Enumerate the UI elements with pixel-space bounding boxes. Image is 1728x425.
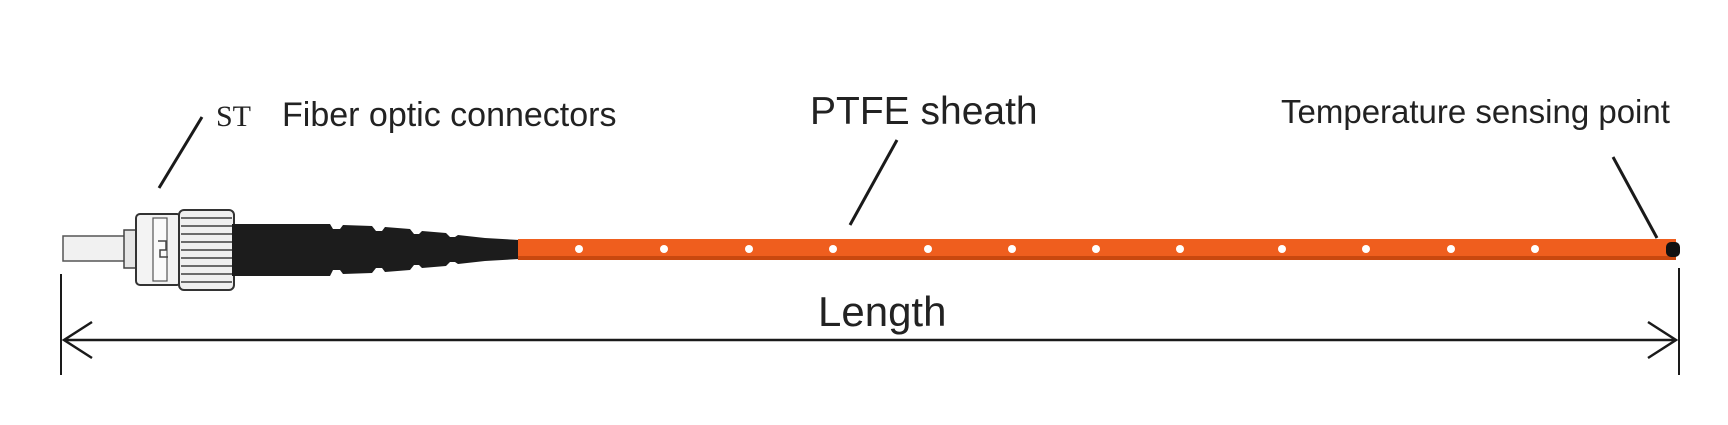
sheath-marker (1531, 245, 1539, 253)
sheath-marker (1362, 245, 1370, 253)
sheath-marker (745, 245, 753, 253)
sensing-point-label: Temperature sensing point (1281, 93, 1670, 130)
connector-leader-line (157, 116, 204, 189)
ptfe-sheath-shadow (518, 256, 1676, 260)
sheath-label: PTFE sheath (810, 90, 1038, 133)
sheath-marker (829, 245, 837, 253)
sheath-marker (575, 245, 583, 253)
ferrule (62, 235, 127, 262)
sheath-marker (1092, 245, 1100, 253)
sheath-marker (1176, 245, 1184, 253)
length-dimension (60, 268, 1680, 375)
dimension-arrow-left (61, 320, 93, 360)
sheath-markers (575, 245, 1539, 253)
sheath-marker (1008, 245, 1016, 253)
sheath-leader-line (848, 139, 899, 226)
st-label: ST (216, 100, 251, 133)
sheath-marker (1447, 245, 1455, 253)
sensing-tip (1666, 242, 1680, 257)
st-connector (62, 209, 235, 291)
sheath-marker (660, 245, 668, 253)
connector-label: Fiber optic connectors (282, 96, 617, 134)
sheath-marker (924, 245, 932, 253)
length-label: Length (818, 288, 946, 335)
sensing-point-leader-line (1611, 156, 1659, 239)
dimension-arrow-right (1647, 320, 1679, 360)
coupling-nut-knurl (181, 217, 232, 283)
strain-relief-boot (232, 224, 520, 276)
sheath-marker (1278, 245, 1286, 253)
bayonet-groove (158, 240, 168, 258)
